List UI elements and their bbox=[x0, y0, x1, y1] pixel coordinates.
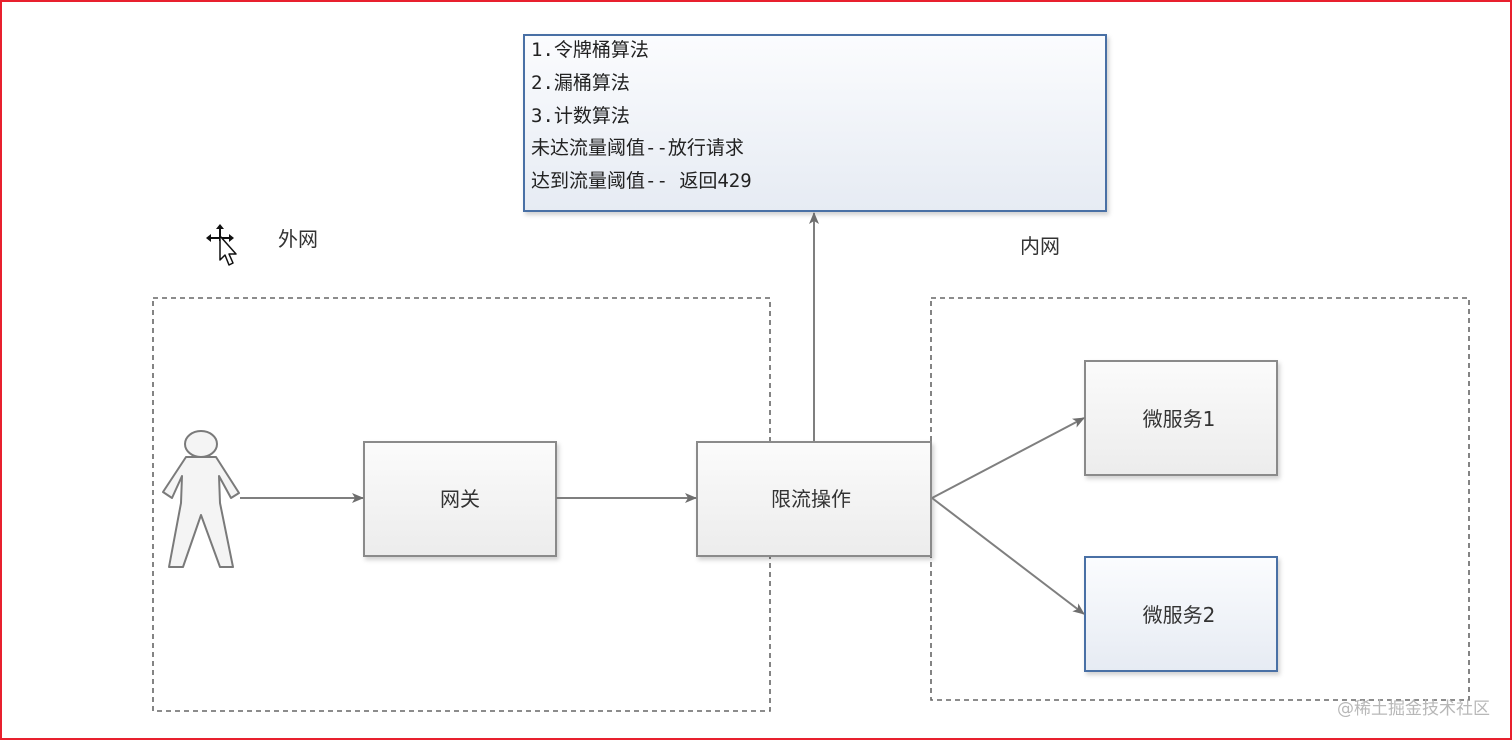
service1-label: 微服务1 bbox=[1143, 407, 1216, 431]
rate-limit-label: 限流操作 bbox=[771, 487, 851, 511]
gateway-node[interactable]: 网关 bbox=[363, 441, 557, 557]
move-cursor-icon bbox=[206, 224, 237, 266]
rate-limit-node[interactable]: 限流操作 bbox=[696, 441, 932, 557]
watermark: @稀土掘金技术社区 bbox=[1337, 699, 1490, 719]
note-line: 未达流量阈值--放行请求 bbox=[531, 137, 744, 159]
note-line: 达到流量阈值-- 返回429 bbox=[531, 170, 752, 192]
service2-node[interactable]: 微服务2 bbox=[1084, 556, 1278, 672]
service2-label: 微服务2 bbox=[1143, 603, 1216, 627]
arrow-rate-limit-to-service1 bbox=[931, 417, 1085, 499]
note-line: 2.漏桶算法 bbox=[531, 72, 630, 94]
gateway-label: 网关 bbox=[440, 487, 480, 511]
external-zone-label: 外网 bbox=[278, 227, 318, 251]
arrow-rate-limit-to-service2 bbox=[931, 497, 1085, 615]
service1-node[interactable]: 微服务1 bbox=[1084, 360, 1278, 476]
note-line: 1.令牌桶算法 bbox=[531, 39, 649, 61]
internal-zone-label: 内网 bbox=[1020, 234, 1060, 258]
person-icon[interactable] bbox=[162, 430, 240, 568]
algorithm-note-box[interactable] bbox=[523, 34, 1107, 212]
note-line: 3.计数算法 bbox=[531, 105, 630, 127]
